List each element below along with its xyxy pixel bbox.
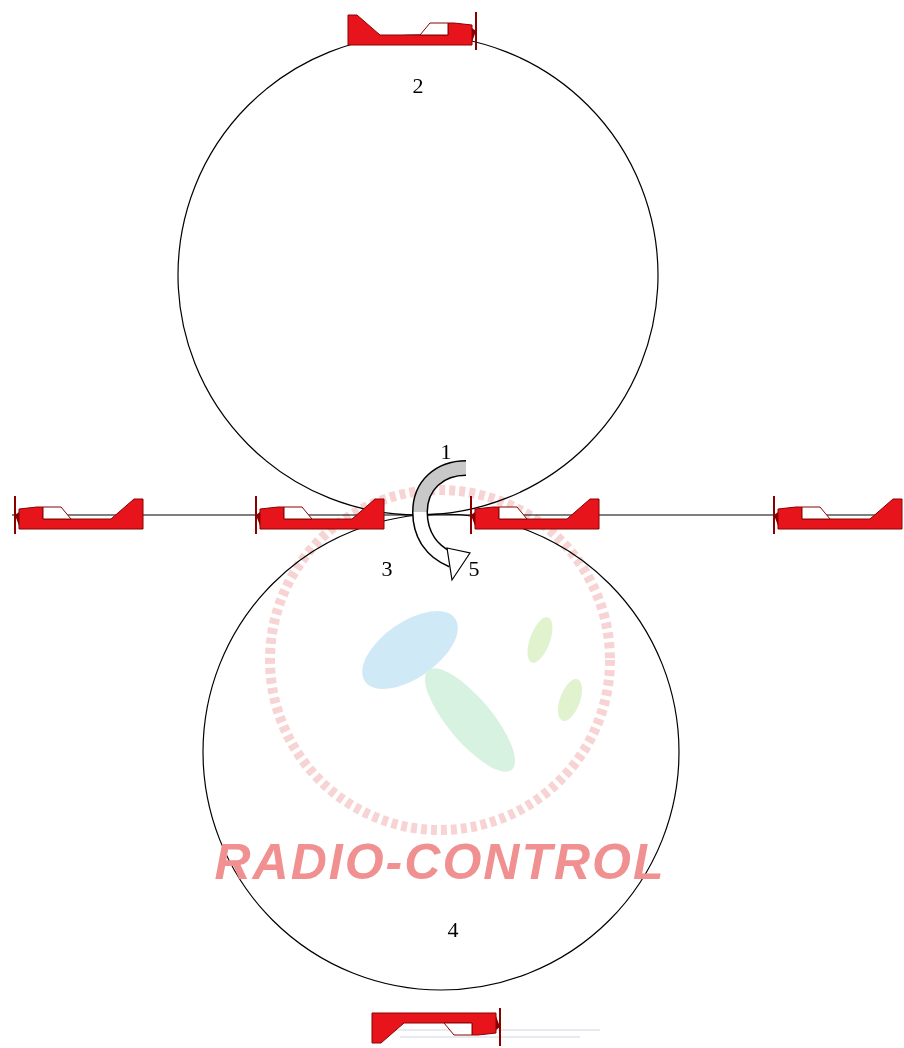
- callout-number: 3: [382, 558, 393, 580]
- lower-loop: [203, 514, 679, 990]
- callout-number: 2: [413, 75, 424, 97]
- plane-upright: [348, 12, 476, 50]
- flight-line: [12, 514, 900, 515]
- plane-right: [471, 496, 599, 534]
- callout-number: 4: [448, 919, 459, 941]
- plane-left: [256, 496, 384, 534]
- upper-loop: [178, 35, 658, 515]
- watermark-logo: [270, 490, 610, 1037]
- plane-entry: [15, 496, 143, 534]
- callout-number: 5: [469, 558, 480, 580]
- plane-inverted: [372, 1008, 500, 1046]
- direction-arrow: [420, 468, 470, 580]
- watermark-text: RADIO-CONTROL: [215, 837, 666, 887]
- callout-number: 1: [441, 441, 452, 463]
- plane-exit: [774, 496, 902, 534]
